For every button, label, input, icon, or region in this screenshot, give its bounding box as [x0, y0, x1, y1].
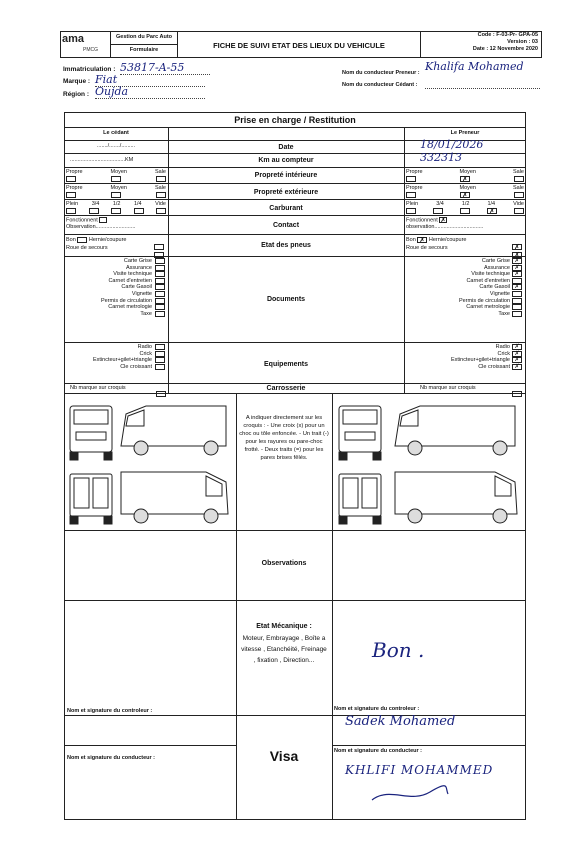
- cedant-label: Nom du conducteur Cédant :: [342, 82, 418, 88]
- main-table: [64, 112, 526, 820]
- signature-scribble: [371, 785, 449, 801]
- km-left[interactable]: ....................................KM: [70, 157, 134, 163]
- mecanique-text: Moteur, Embrayage , Boîte a vitesse , Et…: [241, 635, 327, 664]
- visa-label: Visa: [269, 748, 299, 764]
- immat-label: Immatriculation :: [63, 66, 116, 73]
- exterieur-label: Propreté extérieure: [253, 189, 319, 196]
- cedant-col: Le cédant: [103, 130, 129, 136]
- mecanique-value[interactable]: Bon .: [372, 638, 425, 662]
- marque-value[interactable]: Fiat: [95, 73, 205, 87]
- marque-label: Marque :: [63, 78, 91, 85]
- carburant-label: Carburant: [269, 205, 303, 212]
- van-sketches-right[interactable]: [335, 396, 523, 528]
- sig-controleur-left[interactable]: Nom et signature du controleur :: [67, 708, 153, 714]
- region-label: Région :: [63, 91, 89, 98]
- croquis-left[interactable]: Nb marque sur croquis: [70, 385, 126, 391]
- date-label: Date: [278, 144, 294, 151]
- interieur-label: Propreté intérieure: [254, 172, 318, 179]
- van-sketches-left[interactable]: [66, 396, 234, 528]
- page-title: FICHE DE SUIVI ETAT DES LIEUX DU VEHICUL…: [213, 41, 385, 50]
- sig-conducteur-left[interactable]: Nom et signature du conducteur :: [67, 755, 156, 761]
- km-right[interactable]: 332313: [420, 151, 462, 164]
- sig-conducteur-value[interactable]: KHLIFI MOHAMMED: [345, 763, 494, 777]
- contact-label: Contact: [272, 222, 300, 229]
- carrosserie-label: Carrosserie: [266, 385, 306, 392]
- preneur-label: Nom du conducteur Preneur :: [342, 70, 420, 76]
- mecanique-title: Etat Mécanique :: [256, 623, 312, 630]
- preneur-col: Le Preneur: [450, 130, 480, 136]
- doc-code: Code : F-03-Pr- GPA-05: [477, 32, 538, 38]
- pneus-left[interactable]: Bon Hernie/coupure Roue de secours: [66, 236, 127, 251]
- preneur-value[interactable]: Khalifa Mohamed: [425, 60, 524, 73]
- header-box: [60, 31, 542, 58]
- sig-controleur-value[interactable]: Sadek Mohamed: [345, 714, 456, 729]
- company-name: Gestion du Parc Auto: [115, 34, 173, 40]
- pneus-label: Etat des pneus: [261, 242, 311, 249]
- pneus-right[interactable]: Bon ✗ Hernie/coupure Roue de secours: [406, 236, 467, 251]
- documents-label: Documents: [266, 296, 306, 303]
- sig-controleur-right[interactable]: Nom et signature du controleur :: [334, 706, 420, 712]
- contact-right[interactable]: Fonctionnent ✗observation...............…: [406, 217, 484, 231]
- observations-label: Observations: [261, 560, 307, 567]
- region-value[interactable]: Oujda: [95, 85, 205, 99]
- date-right[interactable]: 18/01/2026: [420, 138, 484, 151]
- croquis-right[interactable]: Nb marque sur croquis: [420, 385, 476, 391]
- section-title: Prise en charge / Restitution: [234, 115, 356, 125]
- km-label: Km au compteur: [258, 157, 314, 164]
- equipements-label: Equipements: [264, 361, 308, 368]
- croquis-instructions: A indiquer directement sur les croquis :…: [239, 415, 329, 461]
- logo: ama: [62, 33, 85, 45]
- form-label: Formulaire: [129, 47, 159, 53]
- date-left[interactable]: ......./......./.........: [96, 143, 136, 149]
- logo-sub: PMCG: [83, 47, 98, 53]
- immat-value[interactable]: 53817-A-55: [120, 61, 210, 75]
- doc-version: Version : 03: [507, 39, 538, 45]
- sig-conducteur-right[interactable]: Nom et signature du conducteur :: [334, 748, 423, 754]
- contact-left[interactable]: Fonctionnent Observation................…: [66, 217, 136, 231]
- doc-date: Date : 12 Novembre 2020: [472, 46, 538, 52]
